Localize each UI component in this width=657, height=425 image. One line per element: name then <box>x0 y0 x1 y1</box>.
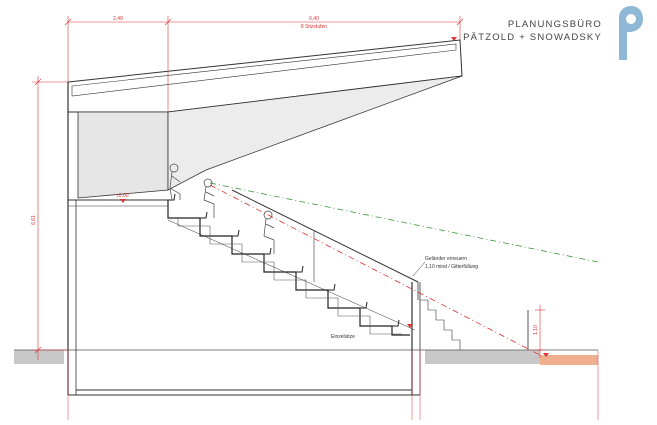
firm-name: PLANUNGSBÜRO PÄTZOLD + SNOWADSKY <box>463 18 602 44</box>
roof-inner-line <box>71 43 457 97</box>
seats <box>168 193 400 327</box>
sightline-green <box>209 182 599 263</box>
sightline-red <box>209 184 541 356</box>
ground-left <box>14 350 64 364</box>
stair-steps <box>167 200 410 336</box>
dim-height-left: 6,61 <box>31 215 37 225</box>
dim-top-right: 6,40 <box>309 16 319 22</box>
dim-top-right-sub: 8 Sitzstufen <box>301 24 327 30</box>
seat-7 <box>360 301 368 309</box>
railing-note-2: 1,10 mind / Gitterfüllung <box>425 264 478 270</box>
stair-steps-lower <box>177 218 402 335</box>
dimension-railing <box>535 305 545 358</box>
stair-slope <box>167 219 416 331</box>
dimension-top <box>64 16 464 112</box>
level-marker-roof <box>451 37 457 41</box>
person-seated-1 <box>203 178 215 218</box>
ground-orange <box>540 355 598 365</box>
seat-4 <box>264 247 272 255</box>
seat-6 <box>328 283 336 291</box>
level-marker-top <box>120 199 126 203</box>
seat-3 <box>232 229 240 237</box>
firm-line-1: PLANUNGSBÜRO <box>507 19 602 30</box>
seat-1 <box>168 193 176 201</box>
dimension-left <box>32 76 68 360</box>
level-label-top: ±0,00 <box>116 193 129 199</box>
ground-right <box>425 350 540 364</box>
level-marker-ground <box>543 353 549 357</box>
seat-5 <box>296 265 304 273</box>
firm-line-2: PÄTZOLD + SNOWADSKY <box>463 32 602 43</box>
single-seats-label: Einzelsitze <box>331 334 355 340</box>
outer-stair <box>420 299 461 350</box>
seat-2 <box>200 211 208 219</box>
dim-top-left: 2,40 <box>113 16 123 22</box>
seat-8 <box>392 319 400 327</box>
dim-railing-height: 1,10 <box>533 325 539 335</box>
railing-note-1: Geländer erneuern <box>425 256 467 262</box>
roof-soffit <box>167 75 463 191</box>
level-marker-bottom <box>407 324 413 328</box>
person-seated-2 <box>263 210 275 254</box>
railing-top <box>231 189 419 283</box>
roof-beam-left <box>77 111 169 199</box>
firm-logo-icon <box>619 6 643 60</box>
railing-leader <box>412 261 426 277</box>
person-standing <box>169 163 181 201</box>
